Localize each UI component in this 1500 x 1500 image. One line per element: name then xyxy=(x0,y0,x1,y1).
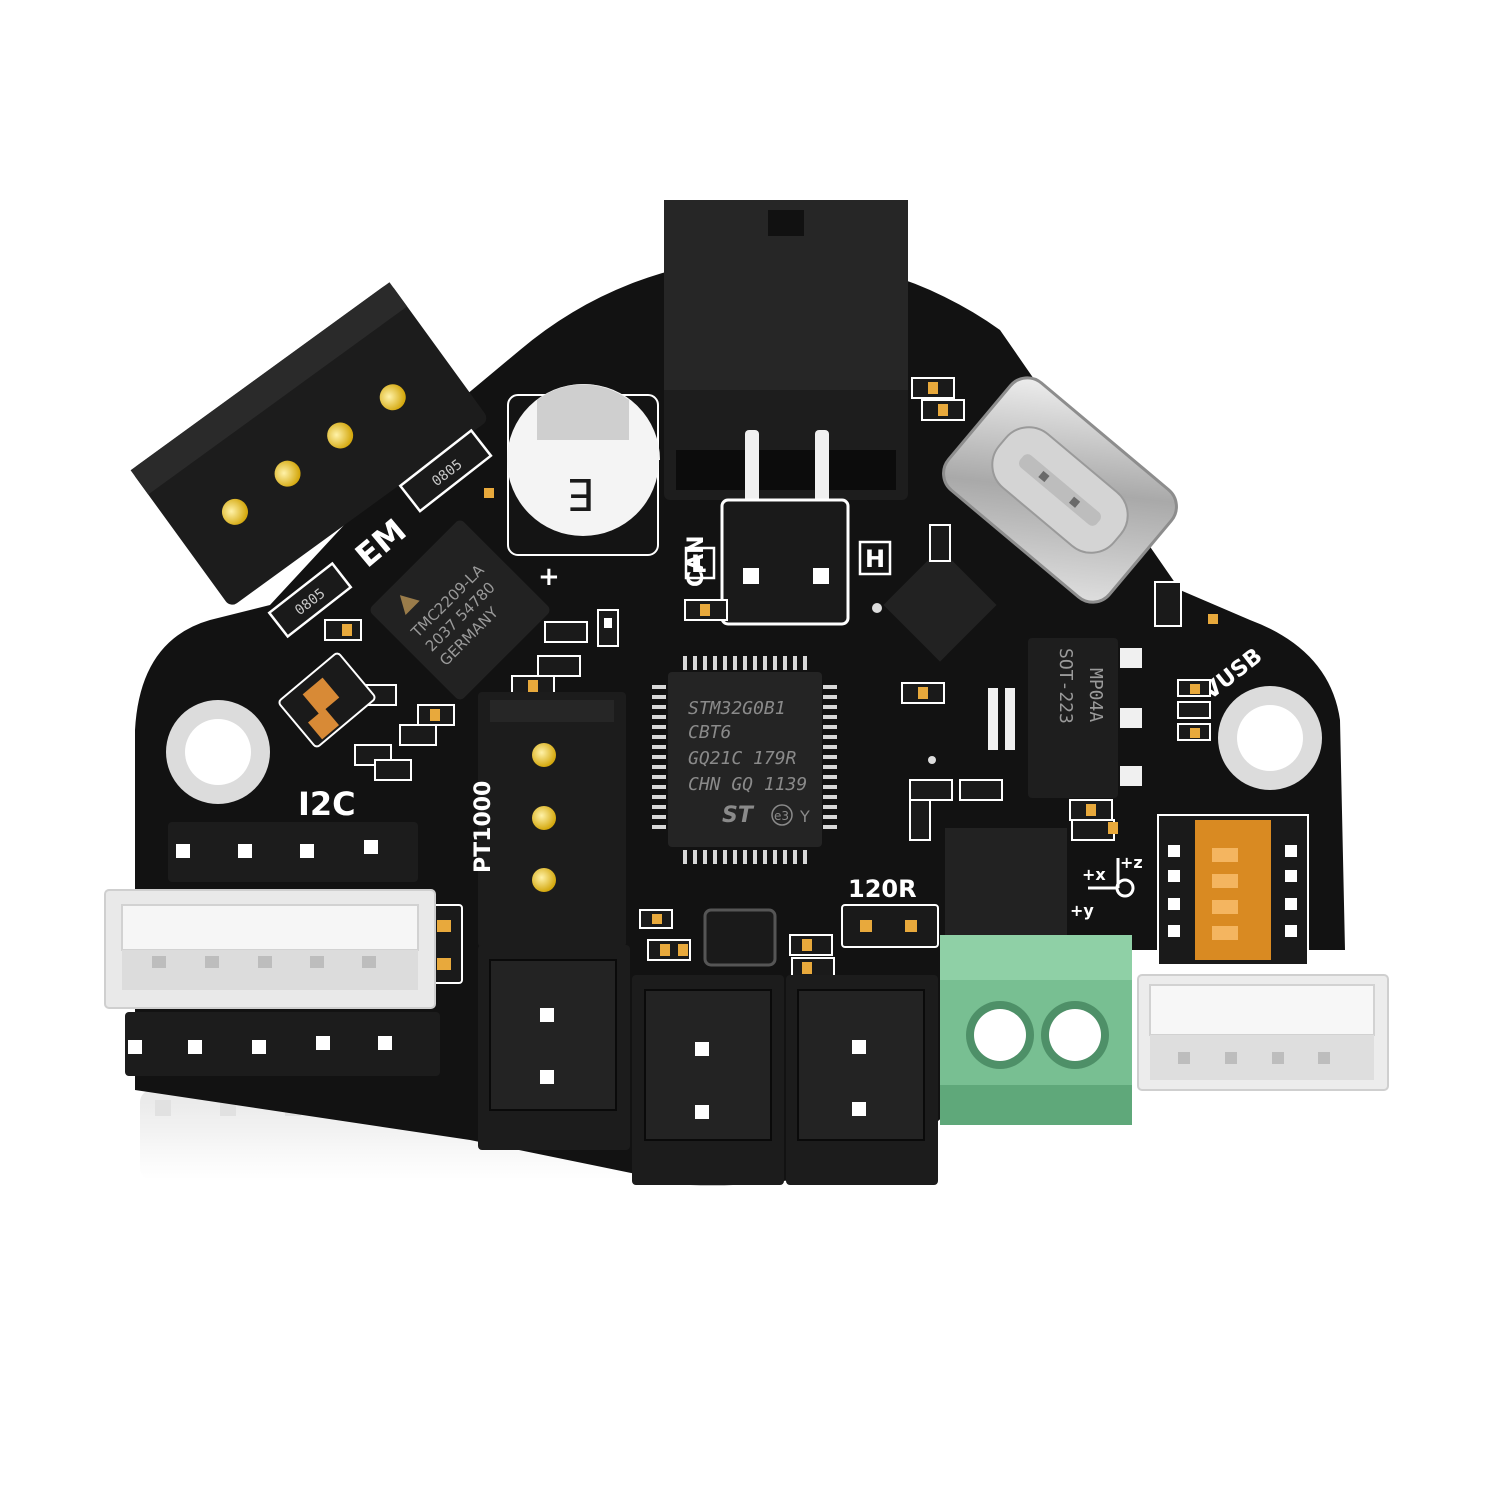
mcu-line-1: STM32G0B1 xyxy=(688,698,786,719)
mcu-chip: STM32G0B1 CBT6 GQ21C 179R CHN GQ 1139 ST… xyxy=(652,656,837,864)
i2c-label: I2C xyxy=(298,785,356,823)
regulator-line-2: MP04A xyxy=(1085,668,1106,722)
fiducials xyxy=(872,603,936,764)
regulator-line-1: SOT-223 xyxy=(1055,648,1076,724)
st-logo-icon: ST xyxy=(722,803,755,828)
can-low-label: L xyxy=(691,550,706,578)
endstop-connector xyxy=(130,282,487,605)
fan-connector-vertical xyxy=(478,692,626,947)
axis-y-label: +y xyxy=(1070,901,1094,920)
bottom-left-header xyxy=(125,1012,440,1076)
electrolytic-capacitor: E xyxy=(507,384,660,556)
mcu-line-4: CHN GQ 1139 xyxy=(688,774,807,795)
axis-z-label: +z xyxy=(1120,853,1143,872)
can-low-label-box: L xyxy=(684,546,716,580)
can-header xyxy=(720,498,850,626)
mounting-hole-right xyxy=(1218,686,1322,790)
ceramic-capacitors xyxy=(278,652,376,748)
can-high-label: H xyxy=(865,545,885,573)
termination-jumper xyxy=(841,904,939,948)
mounting-hole-left xyxy=(166,700,270,804)
trinamic-logo-icon xyxy=(399,595,420,615)
resistor-0805-b: 0805 xyxy=(267,561,353,639)
pt1000-label: PT1000 xyxy=(471,781,496,873)
can-high-label-box: H xyxy=(858,540,892,576)
capacitor-mark: E xyxy=(567,468,595,519)
connector-bottom-1 xyxy=(478,945,630,1150)
i2c-header xyxy=(168,822,418,882)
connector-bottom-3 xyxy=(786,975,938,1185)
terminal-block xyxy=(940,935,1132,1125)
connector-bottom-2 xyxy=(632,975,784,1185)
jst-connector-left xyxy=(104,889,436,1009)
smd-pads-orange xyxy=(342,382,1218,974)
mcu-suffix: Y xyxy=(799,807,810,826)
can-transceiver-chip xyxy=(945,828,1067,938)
mcu-line-2: CBT6 xyxy=(688,722,731,743)
mcu-code: e3 xyxy=(774,809,789,823)
capacitor-plus-label: + xyxy=(538,562,560,592)
resistor-0805-a: 0805 xyxy=(398,428,493,513)
motor-connector-top xyxy=(664,200,908,550)
termination-label: 120R xyxy=(848,875,917,903)
axis-x-label: +x xyxy=(1082,865,1106,884)
accelerometer-axes xyxy=(1088,858,1135,898)
dip-switch xyxy=(1157,814,1309,966)
crystal-oscillator xyxy=(703,908,777,967)
tmc2209-driver-chip: TMC2209-LA 2037 54780 GERMANY xyxy=(370,520,550,700)
mcu-line-3: GQ21C 179R xyxy=(688,748,797,769)
jst-connector-right xyxy=(1137,974,1389,1091)
voltage-regulator: SOT-223 MP04A xyxy=(988,638,1142,798)
usb-c-port xyxy=(942,376,1178,604)
